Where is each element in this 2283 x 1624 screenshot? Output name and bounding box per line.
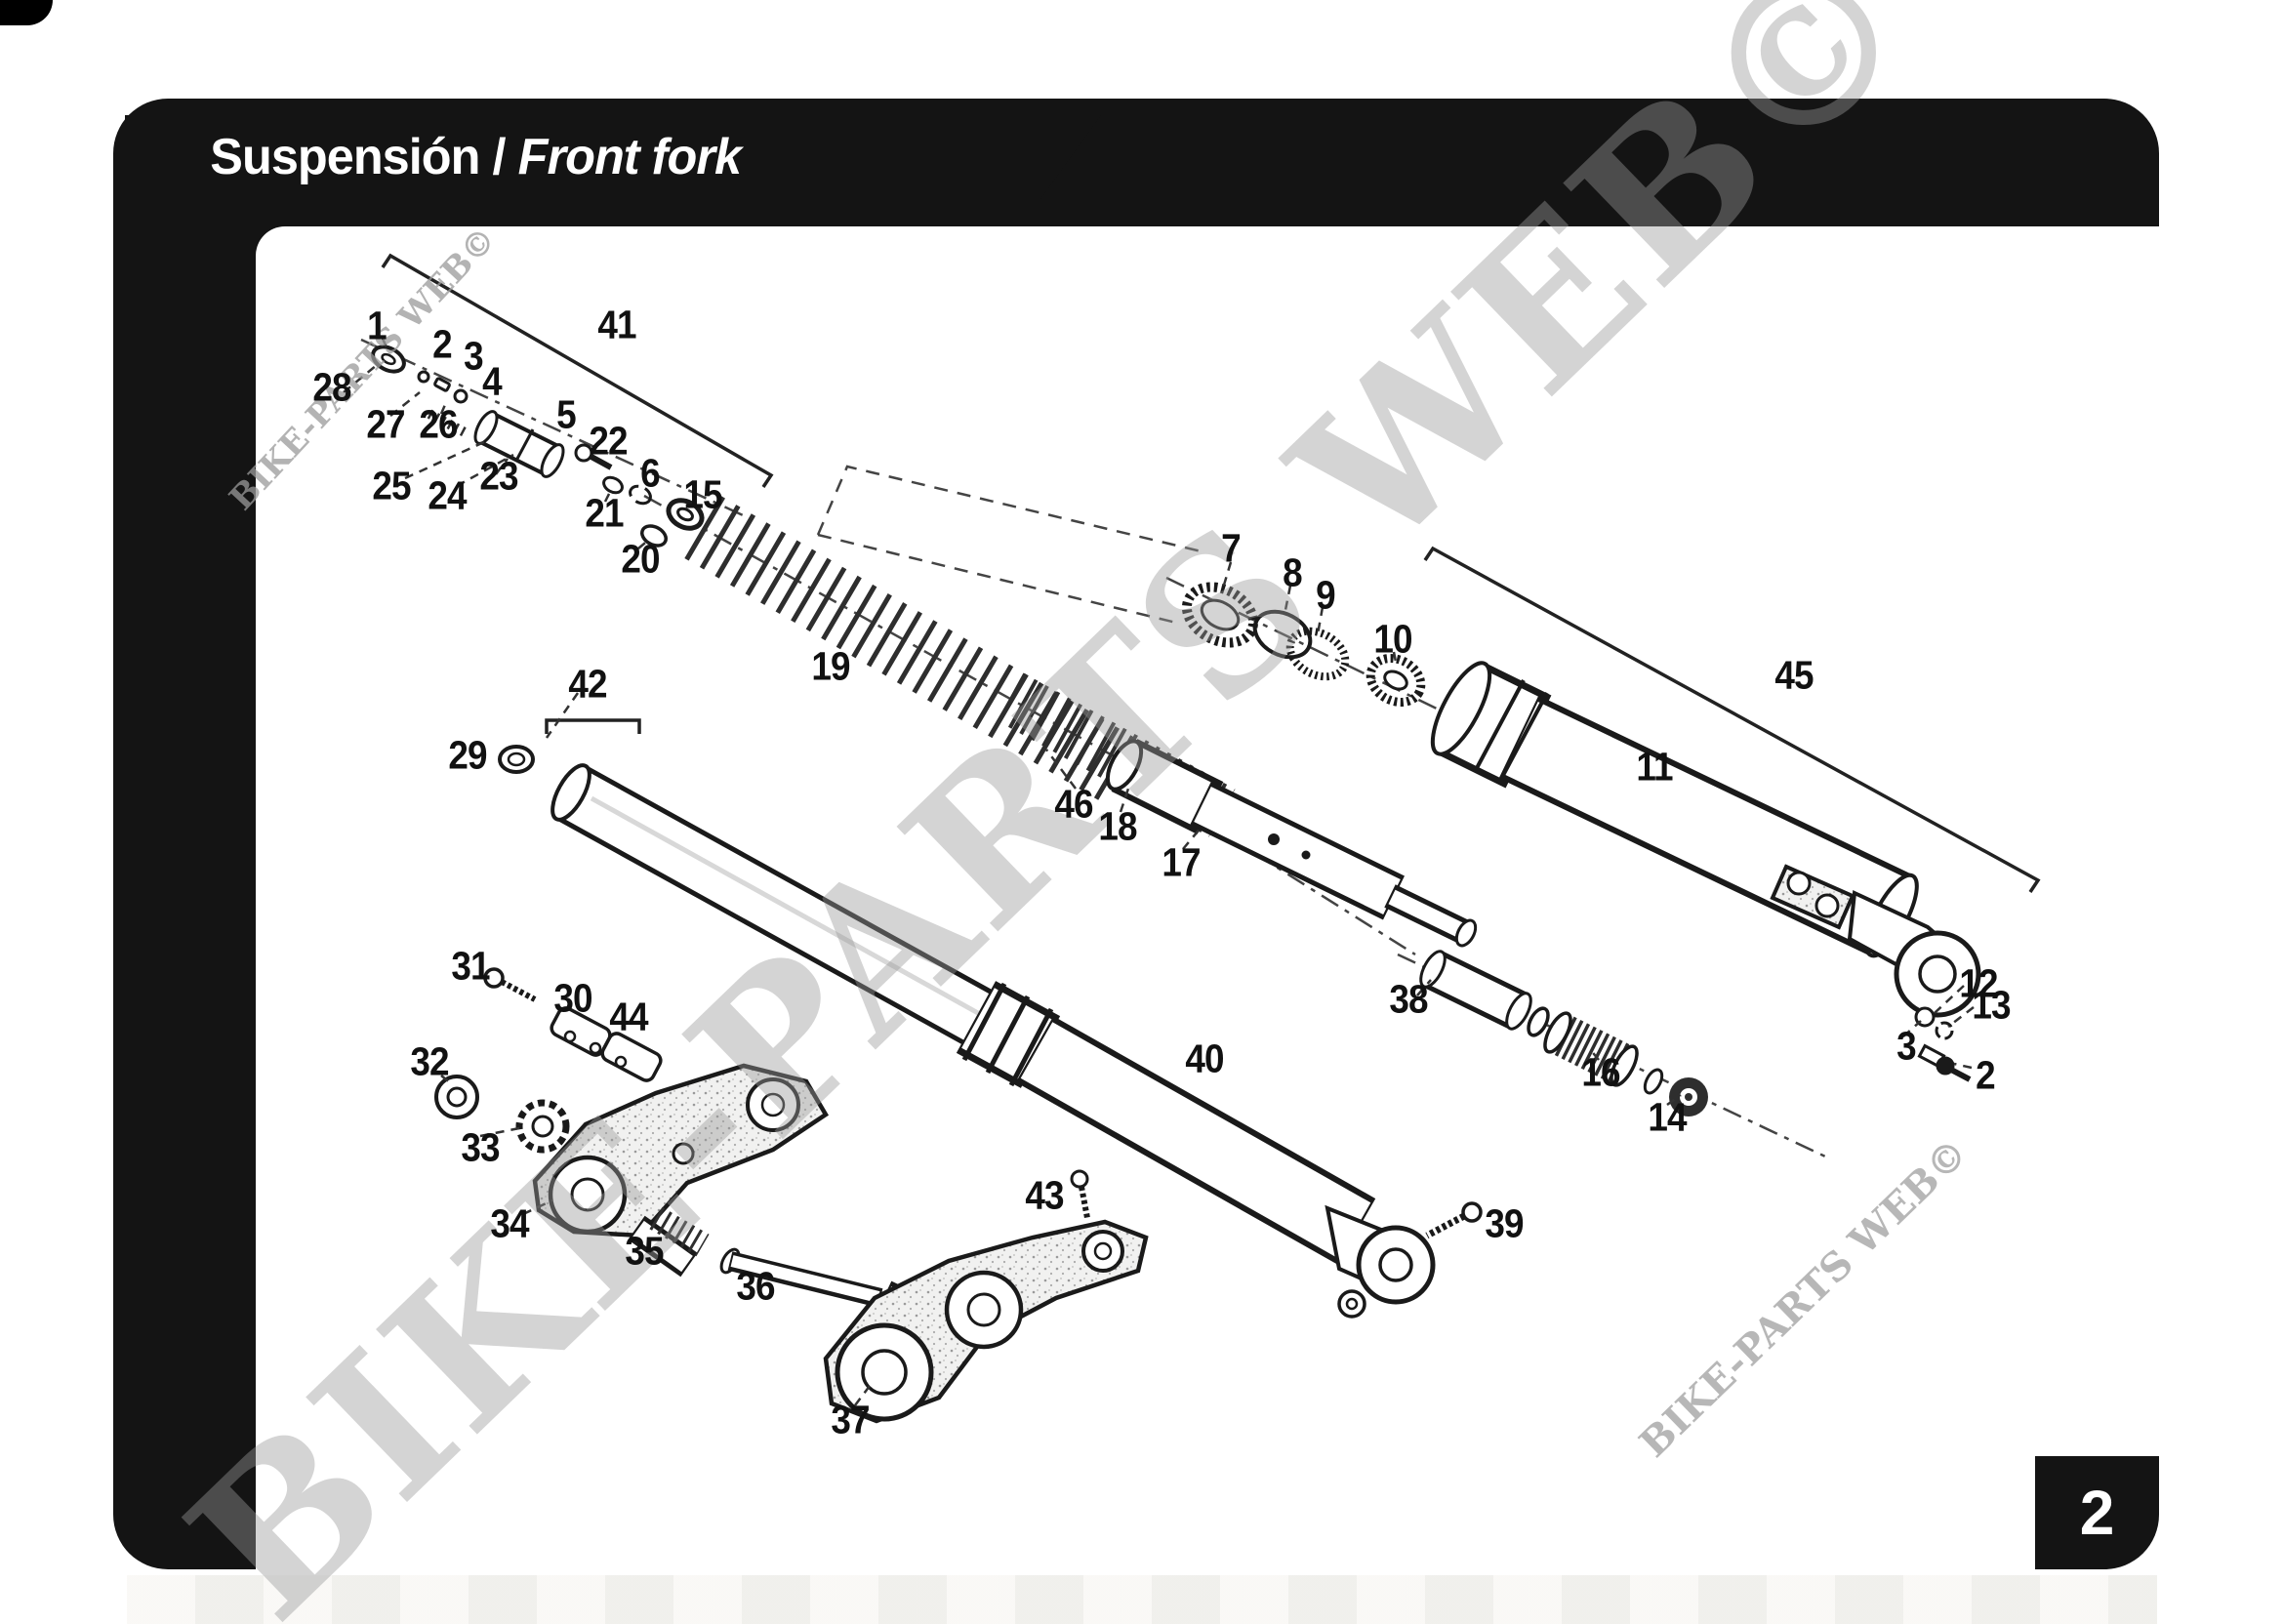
right-axle-bracket <box>1770 864 1981 1082</box>
part-number-20: 20 <box>621 536 660 582</box>
part-number-33: 33 <box>461 1124 500 1170</box>
part-number-29: 29 <box>448 732 487 778</box>
part-number-16: 16 <box>1581 1049 1620 1095</box>
dashed-region <box>816 465 1206 625</box>
damper-base-parts <box>1419 950 1708 1116</box>
part-number-1: 1 <box>367 303 387 348</box>
part-number-22: 22 <box>589 418 628 464</box>
part-number-11: 11 <box>1636 744 1673 790</box>
part-number-18: 18 <box>1098 803 1137 849</box>
part-number-3: 3 <box>1896 1023 1917 1069</box>
part-number-9: 9 <box>1316 572 1336 618</box>
page-title-separator: / <box>479 129 518 185</box>
part-number-35: 35 <box>625 1228 664 1274</box>
part-number-25: 25 <box>372 463 411 508</box>
part-number-7: 7 <box>1221 525 1242 571</box>
part-number-15: 15 <box>683 471 722 517</box>
fork-cap-parts <box>371 345 705 548</box>
part-number-23: 23 <box>479 453 518 499</box>
part-number-44: 44 <box>609 994 648 1039</box>
part-number-34: 34 <box>490 1200 529 1246</box>
left-fork-tube <box>550 763 1436 1319</box>
part-number-21: 21 <box>585 490 624 536</box>
part-number-19: 19 <box>811 643 850 689</box>
page-title-sub: Front fork <box>517 129 742 185</box>
part-number-43: 43 <box>1025 1172 1064 1218</box>
part-number-12: 12 <box>1959 960 1998 1006</box>
part-number-38: 38 <box>1389 976 1428 1022</box>
part-number-30: 30 <box>553 975 592 1021</box>
part-number-31: 31 <box>451 943 490 989</box>
part-number-41: 41 <box>597 302 636 347</box>
leader-lines <box>343 338 1975 1406</box>
part-number-8: 8 <box>1283 549 1303 595</box>
part-number-26: 26 <box>419 401 458 447</box>
scan-streaks <box>127 1575 2157 1624</box>
part-number-28: 28 <box>312 364 351 410</box>
part-number-4: 4 <box>482 358 503 404</box>
pinch-bolts <box>1070 1169 1483 1239</box>
page-title: Suspensión / Front fork <box>125 128 741 186</box>
main-spring <box>684 496 1236 837</box>
lower-triple-clamp <box>823 1219 1149 1424</box>
part-number-10: 10 <box>1373 616 1412 662</box>
part-number-36: 36 <box>736 1263 775 1309</box>
part-number-37: 37 <box>831 1397 870 1442</box>
part-number-42: 42 <box>568 661 607 707</box>
part-number-14: 14 <box>1648 1094 1687 1140</box>
part-number-3: 3 <box>464 333 484 379</box>
seal-rings <box>1181 582 1426 707</box>
part-number-24: 24 <box>428 472 467 518</box>
damper-rod <box>1105 739 1478 948</box>
part-number-2: 2 <box>1976 1052 1996 1098</box>
page-title-main: Suspensión <box>210 129 480 185</box>
part-number-5: 5 <box>556 391 577 437</box>
part-number-39: 39 <box>1485 1200 1524 1246</box>
title-banner: Suspensión / Front fork <box>125 115 1101 199</box>
part-number-46: 46 <box>1054 781 1093 827</box>
upper-triple-clamp <box>434 745 941 1334</box>
part-number-13: 13 <box>1972 982 2011 1028</box>
part-number-40: 40 <box>1185 1035 1224 1081</box>
page-number: 2 <box>2035 1456 2159 1569</box>
part-number-27: 27 <box>366 401 405 447</box>
part-number-32: 32 <box>410 1038 449 1084</box>
part-number-45: 45 <box>1774 652 1814 698</box>
part-number-17: 17 <box>1162 839 1201 885</box>
part-number-6: 6 <box>640 450 661 496</box>
bracket-lines <box>381 253 2041 893</box>
part-number-2: 2 <box>432 321 453 367</box>
